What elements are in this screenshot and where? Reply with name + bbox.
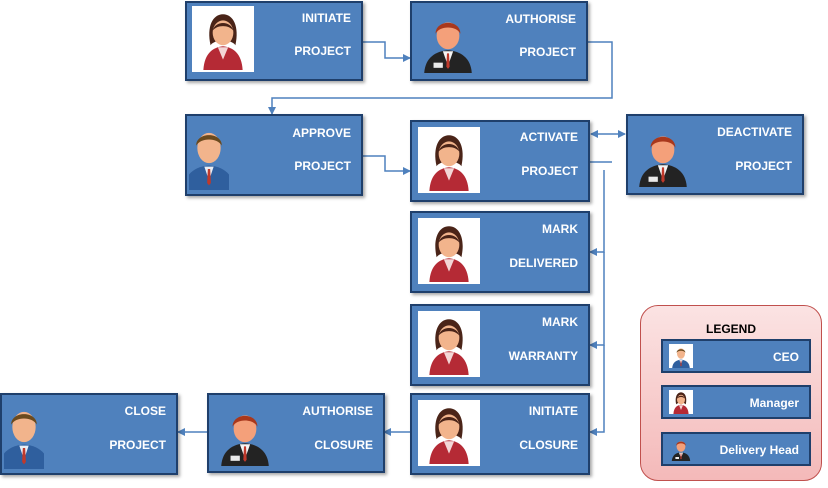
node-label-line1: CLOSE [124, 404, 166, 418]
legend-label: Manager [749, 396, 799, 410]
node-label-line1: AUTHORISE [302, 404, 373, 418]
manager-icon [418, 218, 480, 284]
manager-icon [669, 390, 693, 414]
node-label-line1: APPROVE [292, 126, 351, 140]
legend: LEGEND CEO Manager Delivery Head [640, 305, 822, 481]
connector-warranty-to-closure [589, 345, 605, 436]
legend-item-manager: Manager [661, 385, 811, 419]
node-label-line1: INITIATE [528, 404, 578, 418]
connector-approve-to-activate [362, 155, 411, 175]
connector-delivered-to-warranty [589, 252, 605, 349]
legend-label: CEO [772, 350, 799, 364]
node-label-line2: PROJECT [735, 159, 792, 173]
node-authorise-closure[interactable]: AUTHORISE CLOSURE [207, 393, 385, 473]
node-label-line2: CLOSURE [519, 438, 578, 452]
node-approve-project[interactable]: APPROVE PROJECT [185, 114, 363, 196]
legend-title: LEGEND [705, 322, 756, 336]
manager-icon [418, 400, 480, 466]
node-mark-delivered[interactable]: MARK DELIVERED [410, 211, 590, 293]
node-label-line2: WARRANTY [508, 349, 578, 363]
delivery-head-icon [424, 22, 472, 73]
ceo-icon [4, 411, 44, 469]
node-label-line1: MARK [542, 222, 578, 236]
node-authorise-project[interactable]: AUTHORISE PROJECT [410, 1, 588, 81]
delivery-head-icon [671, 441, 691, 461]
node-label-line2: PROJECT [294, 159, 351, 173]
legend-label: Delivery Head [719, 443, 799, 457]
node-initiate-closure[interactable]: INITIATE CLOSURE [410, 393, 590, 475]
node-label-line2: PROJECT [521, 164, 578, 178]
node-deactivate-project[interactable]: DEACTIVATE PROJECT [626, 114, 804, 195]
node-mark-warranty[interactable]: MARK WARRANTY [410, 304, 590, 386]
node-close-project[interactable]: CLOSE PROJECT [0, 393, 178, 475]
connector-initiate-to-authorise [362, 41, 411, 62]
legend-item-delivery-head: Delivery Head [661, 432, 811, 466]
node-label-line2: CLOSURE [314, 438, 373, 452]
node-label-line2: PROJECT [519, 45, 576, 59]
delivery-head-icon [639, 136, 687, 187]
node-initiate-project[interactable]: INITIATE PROJECT [185, 1, 363, 81]
delivery-head-icon [221, 415, 269, 466]
node-label-line1: ACTIVATE [519, 130, 578, 144]
manager-icon [192, 6, 254, 72]
legend-item-ceo: CEO [661, 339, 811, 373]
connector-activate-to-delivered [589, 170, 605, 256]
ceo-icon [669, 344, 693, 368]
node-label-line1: MARK [542, 315, 578, 329]
ceo-icon [189, 132, 229, 190]
manager-icon [418, 311, 480, 377]
node-label-line1: DEACTIVATE [717, 125, 792, 139]
manager-icon [418, 127, 480, 193]
node-label-line1: AUTHORISE [505, 12, 576, 26]
node-label-line2: DELIVERED [509, 256, 578, 270]
node-label-line2: PROJECT [109, 438, 166, 452]
node-label-line1: INITIATE [301, 11, 351, 25]
node-activate-project[interactable]: ACTIVATE PROJECT [410, 120, 590, 202]
node-label-line2: PROJECT [294, 44, 351, 58]
